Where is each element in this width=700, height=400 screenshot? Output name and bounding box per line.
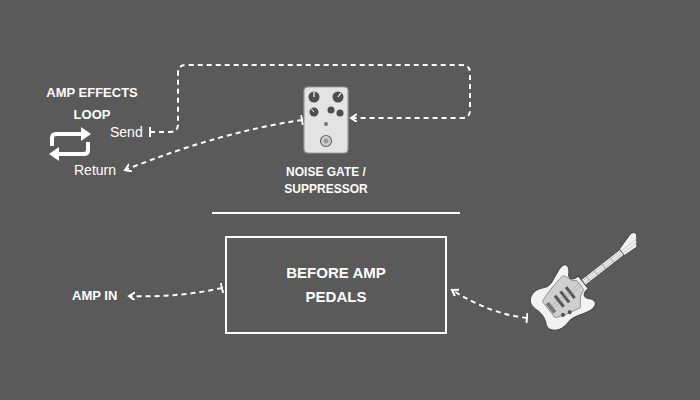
node-text: Send	[110, 122, 150, 142]
signal-cable	[129, 288, 222, 296]
port-label: Send	[110, 122, 150, 142]
box-label: BEFORE AMP PEDALS	[276, 261, 396, 309]
guitar-cable	[452, 290, 527, 318]
output-label: AMP IN	[72, 286, 126, 306]
guitar-illustration	[523, 218, 656, 338]
pedal-label: NOISE GATE / SUPPRESSOR	[266, 164, 386, 198]
signal-cable	[125, 120, 302, 170]
pedal-illustration	[303, 86, 349, 154]
node-text: AMP IN	[72, 286, 126, 306]
node-text: Return	[74, 160, 122, 180]
section-title: AMP EFFECTS LOOP	[40, 82, 144, 126]
pedal-node: NOISE GATE / SUPPRESSOR	[303, 86, 349, 154]
separator-line	[212, 212, 460, 214]
signal-cable	[150, 65, 470, 132]
loop-icon	[49, 127, 91, 161]
port-label: Return	[74, 160, 122, 180]
process-box: BEFORE AMP PEDALS	[225, 236, 447, 334]
